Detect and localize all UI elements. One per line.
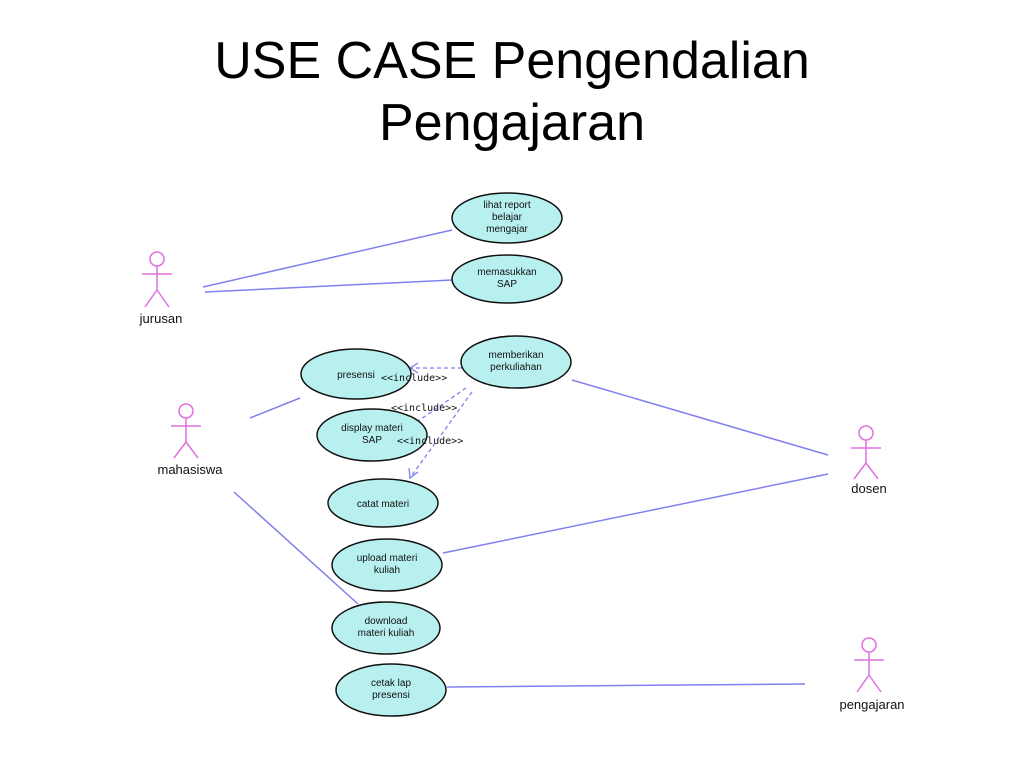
actor-jurusan[interactable] [142,251,172,308]
include-catat-materi [409,391,473,479]
use-case-presensi[interactable]: presensi [300,348,412,400]
actor-label-pengajaran: pengajaran [839,697,904,712]
assoc-mahasiswa-download [233,491,359,605]
page-title: USE CASE Pengendalian Pengajaran [0,30,1024,154]
actor-dosen-head [858,425,874,441]
assoc-pengajaran-cetak [446,683,806,688]
assoc-jurusan-memasukkan-sap [204,279,453,293]
assoc-jurusan-lihat-report [202,229,453,288]
arrowhead-catat [408,467,419,480]
assoc-mahasiswa-presensi [249,397,301,419]
actor-mahasiswa[interactable] [171,403,201,459]
actor-pengajaran-head [861,637,877,653]
actor-label-jurusan: jurusan [139,311,183,326]
title-line-1: USE CASE Pengendalian [214,32,810,90]
use-case-catat-materi[interactable]: catat materi [327,478,439,528]
actor-label-mahasiswa: mahasiswa [157,462,223,477]
actor-dosen[interactable] [851,425,881,480]
svg-text:catat materi: catat materi [357,499,409,510]
include-label-presensi: <<include>> [381,373,447,384]
actor-mahasiswa-head [178,403,194,419]
assoc-dosen-upload [442,473,829,554]
assoc-dosen-memberikan [571,379,829,456]
associations [202,229,829,688]
actor-pengajaran[interactable] [854,637,884,693]
include-label-catat: <<include>> [397,436,463,447]
svg-text:presensi: presensi [337,370,375,381]
actor-jurusan-head [149,251,165,267]
include-label-display: <<include>> [391,403,457,414]
actor-label-dosen: dosen [851,481,886,496]
title-line-2: Pengajaran [379,94,645,152]
